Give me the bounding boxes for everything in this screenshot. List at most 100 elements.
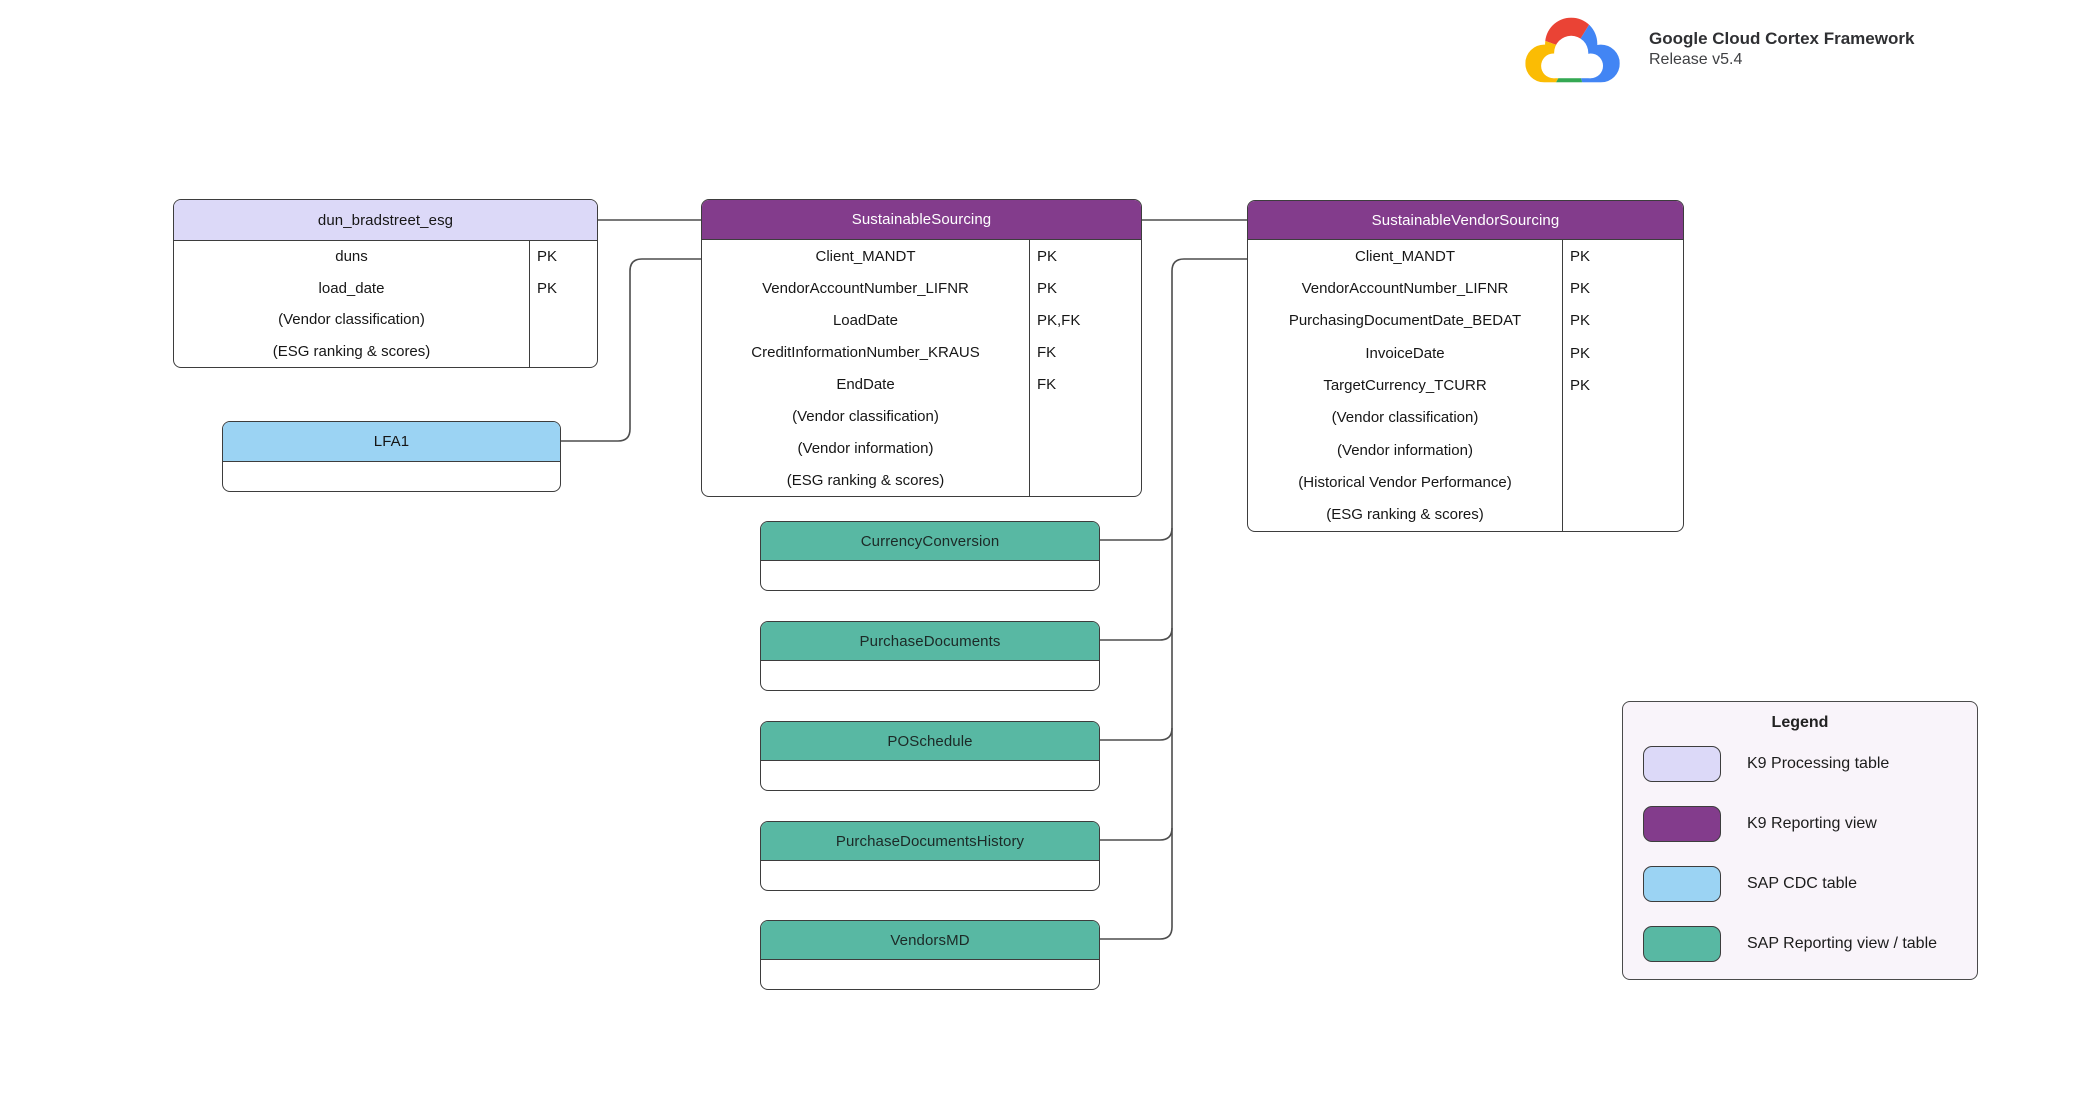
legend-item-k9_processing: K9 Processing table: [1643, 746, 1889, 782]
table-purchase_documents[interactable]: PurchaseDocuments: [760, 621, 1100, 691]
table-row: (Vendor classification): [702, 400, 1141, 432]
key-cell: [1562, 401, 1683, 434]
table-row: (Historical Vendor Performance): [1248, 466, 1683, 499]
table-row: [761, 661, 1099, 690]
table-row: (ESG ranking & scores): [174, 335, 597, 367]
key-cell: PK: [529, 241, 597, 273]
table-row: (Vendor information): [702, 432, 1141, 464]
table-row: (ESG ranking & scores): [1248, 498, 1683, 531]
table-title: LFA1: [223, 422, 560, 462]
table-body: [761, 661, 1099, 690]
table-body: [761, 861, 1099, 890]
legend-label: K9 Reporting view: [1747, 815, 1877, 832]
key-cell: PK: [1029, 240, 1141, 272]
brand-title: Google Cloud Cortex Framework: [1649, 29, 1915, 48]
table-row: VendorAccountNumber_LIFNR PK: [1248, 272, 1683, 305]
table-currency_conversion[interactable]: CurrencyConversion: [760, 521, 1100, 591]
table-body: [761, 960, 1099, 989]
connector-line: [1171, 258, 1247, 927]
key-cell: FK: [1029, 336, 1141, 368]
field-cell: (Vendor classification): [278, 311, 425, 329]
table-title: SustainableSourcing: [702, 200, 1141, 240]
field-cell: VendorAccountNumber_LIFNR: [762, 279, 969, 297]
field-cell: [761, 761, 1099, 790]
field-cell: [223, 462, 560, 491]
table-title: dun_bradstreet_esg: [174, 200, 597, 241]
field-cell: duns: [335, 248, 368, 266]
connector-line: [1100, 527, 1173, 541]
legend-swatch-k9_reporting: [1643, 806, 1721, 842]
google-cloud-logo: [1525, 17, 1620, 83]
field-cell: load_date: [318, 279, 385, 297]
legend: Legend K9 Processing table K9 Reporting v…: [1622, 701, 1978, 980]
legend-label: K9 Processing table: [1747, 755, 1890, 772]
legend-title: Legend: [1771, 714, 1829, 731]
field-cell: LoadDate: [832, 311, 899, 329]
key-cell: [1029, 400, 1141, 432]
field-cell: PurchasingDocumentDate_BEDAT: [1288, 312, 1522, 330]
table-row: (Vendor classification): [1248, 401, 1683, 434]
field-cell: (ESG ranking & scores): [786, 471, 945, 489]
table-row: LoadDate PK,FK: [702, 304, 1141, 336]
field-cell: EndDate: [836, 375, 895, 393]
table-lfa1[interactable]: LFA1: [222, 421, 561, 492]
table-row: [761, 561, 1099, 590]
table-title: PurchaseDocumentsHistory: [761, 822, 1099, 861]
field-cell: Client_MANDT: [1354, 247, 1456, 265]
key-cell: [1562, 498, 1683, 531]
table-body: Client_MANDT PK VendorAccountNumber_LIFNR P…: [1248, 240, 1683, 531]
key-cell: PK: [1562, 304, 1683, 337]
table-purchase_documents_history[interactable]: PurchaseDocumentsHistory: [760, 821, 1100, 891]
table-row: [223, 462, 560, 491]
field-cell: CreditInformationNumber_KRAUS: [751, 343, 980, 361]
key-cell: [529, 304, 597, 336]
key-cell: PK,FK: [1029, 304, 1141, 336]
legend-item-sap_reporting: SAP Reporting view / table: [1643, 926, 1937, 962]
table-row: Client_MANDT PK: [1248, 240, 1683, 273]
legend-swatch-sap_cdc: [1643, 866, 1721, 902]
key-cell: [529, 335, 597, 367]
field-cell: (ESG ranking & scores): [272, 342, 431, 360]
table-row: CreditInformationNumber_KRAUS FK: [702, 336, 1141, 368]
field-cell: InvoiceDate: [1365, 344, 1445, 362]
table-po_schedule[interactable]: POSchedule: [760, 721, 1100, 791]
table-row: (ESG ranking & scores): [702, 464, 1141, 496]
table-body: [761, 761, 1099, 790]
table-row: [761, 861, 1099, 890]
key-cell: PK: [1562, 369, 1683, 402]
key-cell: [1029, 432, 1141, 464]
key-cell: [1562, 433, 1683, 467]
key-cell: PK: [1562, 240, 1683, 273]
connector-line: [1100, 727, 1173, 741]
field-cell: [761, 661, 1099, 690]
field-cell: VendorAccountNumber_LIFNR: [1301, 279, 1509, 297]
table-body: [223, 462, 560, 491]
table-row: (Vendor information): [1248, 433, 1683, 467]
connector-line: [1100, 827, 1173, 841]
table-row: [761, 761, 1099, 790]
key-cell: PK: [1562, 272, 1683, 305]
table-vendors_md[interactable]: VendorsMD: [760, 920, 1100, 990]
legend-label: SAP CDC table: [1747, 875, 1857, 892]
table-row: [761, 960, 1099, 989]
field-cell: [761, 561, 1099, 590]
legend-swatch-k9_processing: [1643, 746, 1721, 782]
field-cell: [761, 960, 1099, 989]
table-row: Client_MANDT PK: [702, 240, 1141, 272]
table-title: POSchedule: [761, 722, 1099, 761]
field-cell: Client_MANDT: [815, 247, 916, 265]
legend-item-sap_cdc: SAP CDC table: [1643, 866, 1857, 902]
legend-item-k9_reporting: K9 Reporting view: [1643, 806, 1877, 842]
field-cell: (Vendor classification): [792, 407, 939, 425]
